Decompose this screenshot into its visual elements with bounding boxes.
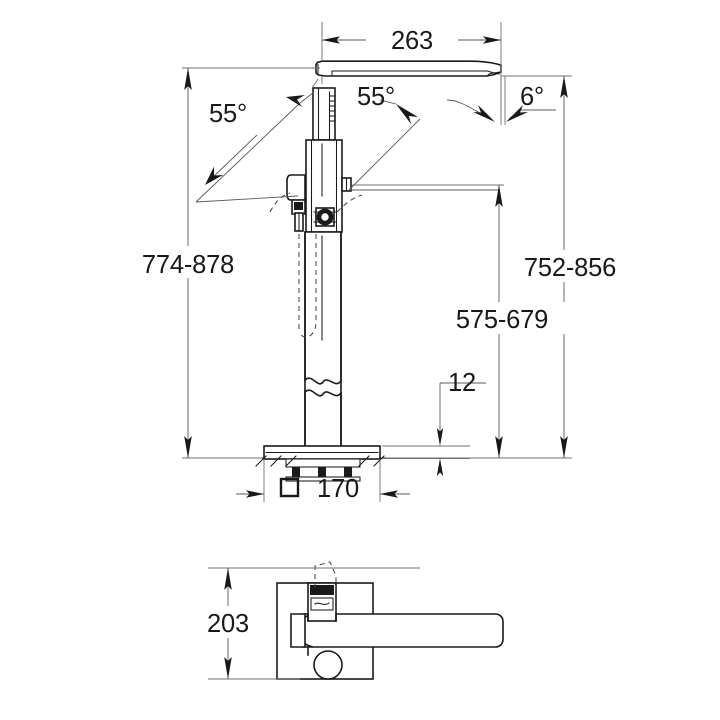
- anchor-bolt-right: [344, 467, 352, 479]
- mounting-frame: [285, 458, 361, 468]
- overall-arrow-bottom: [184, 436, 192, 458]
- lever-cap: [286, 174, 306, 201]
- left-angle-leader: [211, 134, 258, 179]
- reach-text-mask: [366, 24, 458, 54]
- left-angle-guide-top: [311, 78, 319, 89]
- spout-tip-chamfer: [486, 71, 502, 77]
- right-angle-arrow: [396, 104, 418, 124]
- outlet-arrow-bottom: [560, 436, 568, 458]
- outlet-arrow-top: [560, 76, 568, 98]
- dimension-outlet-height: 752-856: [386, 75, 634, 459]
- thickness-leader: [439, 382, 486, 432]
- lever-handle: [286, 174, 306, 232]
- left-angle-arrow: [205, 166, 223, 185]
- plan-text-mask: [192, 606, 264, 638]
- angle-label-right: 55°: [357, 83, 395, 111]
- left-angle-base-ray: [195, 195, 299, 203]
- handle-arrow-bottom: [495, 436, 503, 458]
- overall-text-mask: [126, 246, 252, 278]
- anchor-bolt-center: [318, 467, 326, 479]
- angle-spout-outlet: 6°: [446, 76, 556, 125]
- right-angle-arc: [336, 194, 363, 213]
- overall-arrow-top: [184, 68, 192, 90]
- upper-riser: [312, 87, 336, 141]
- thickness-arrow-bottom: [436, 458, 444, 476]
- reach-arrow-right: [483, 36, 501, 44]
- dim-label-spout-reach: 263: [391, 27, 433, 55]
- lever-pivot-block: [294, 202, 303, 210]
- angle-swivel-left: 55°: [195, 78, 319, 213]
- dim-label-overall-height: 774-878: [142, 251, 234, 279]
- dimension-base-width: 170: [236, 475, 410, 503]
- dim-label-base-thickness: 12: [448, 369, 476, 397]
- top-plan-view: 203: [192, 561, 504, 680]
- break-symbol-upper: [303, 377, 343, 385]
- outlet-text-mask: [506, 250, 634, 282]
- spout-outer-body: [315, 60, 502, 77]
- angle-swivel-right: 55°: [336, 83, 500, 213]
- plan-mixer-detail: [314, 602, 330, 605]
- plan-mixer-cap: [310, 585, 334, 595]
- right-angle-ray: [348, 118, 421, 191]
- floor-hatch-marks: [255, 455, 385, 467]
- plan-arrow-top: [224, 568, 232, 590]
- base-arrow-right: [380, 490, 398, 498]
- dimension-overall-height: 774-878: [126, 67, 320, 459]
- angle-label-outlet: 6°: [520, 83, 544, 111]
- plan-lever-hidden: [314, 561, 337, 588]
- reach-arrow-left: [322, 36, 340, 44]
- plan-arrow-bottom: [224, 657, 232, 679]
- six-deg-arrow-right: [506, 105, 528, 122]
- six-deg-arrow-left: [473, 105, 495, 122]
- diverter-knob: [313, 207, 337, 227]
- handshower-hidden-outline: [298, 234, 317, 338]
- dim-label-handle-height: 575-679: [456, 306, 548, 334]
- pedestal-column: [298, 231, 343, 453]
- handle-text-mask: [438, 302, 566, 334]
- left-angle-arrow-top: [286, 95, 305, 107]
- dimension-handle-height: 575-679: [352, 184, 566, 458]
- left-angle-tip-ray: [299, 91, 315, 104]
- front-elevation-view: 263 55° 55°: [126, 22, 634, 503]
- square-symbol-icon: [279, 477, 300, 498]
- left-angle-arc: [269, 192, 291, 213]
- dim-label-base-width: 170: [317, 475, 359, 503]
- anchor-bolt-left: [292, 467, 300, 479]
- thickness-arrow-top: [436, 428, 444, 446]
- riser-thread-hatch: [328, 95, 335, 122]
- spout-assembly: [315, 60, 502, 77]
- plan-handshower-circle: [313, 650, 343, 680]
- handle-arrow-top: [495, 185, 503, 207]
- dimension-plan-depth: 203: [192, 567, 420, 680]
- dim-label-outlet-height: 752-856: [524, 254, 616, 282]
- hose-outlet-nub: [341, 177, 352, 192]
- angle-label-left: 55°: [209, 100, 247, 128]
- plan-arm-stub: [290, 613, 306, 648]
- dimension-base-thickness: 12: [382, 369, 486, 476]
- left-angle-ray: [195, 102, 301, 203]
- break-symbol-lower: [303, 389, 343, 397]
- right-angle-leader: [379, 99, 397, 105]
- plan-spout-arm: [302, 613, 504, 648]
- base-arrow-left: [246, 490, 264, 498]
- diverter-knob-center: [320, 212, 330, 222]
- column-outline: [304, 231, 342, 453]
- dim-label-plan-depth: 203: [207, 610, 249, 638]
- dimension-spout-reach: 263: [321, 22, 502, 118]
